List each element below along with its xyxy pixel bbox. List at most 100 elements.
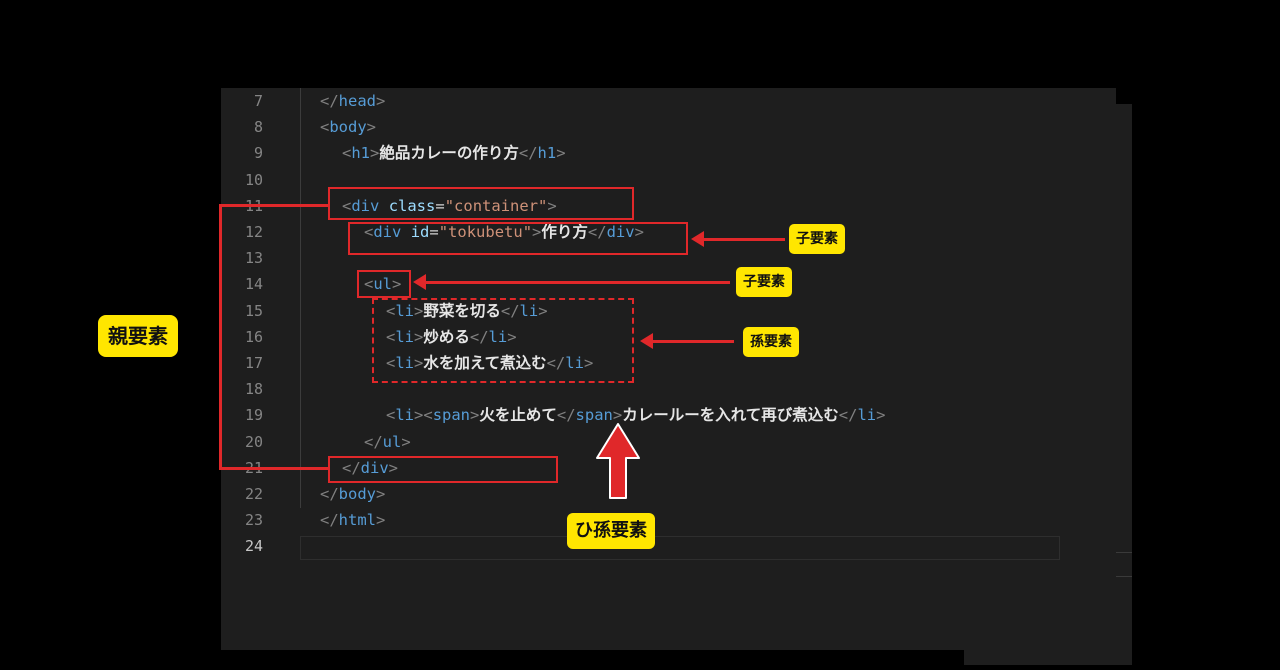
code-bracket: < <box>342 144 352 163</box>
code-line[interactable]: 10 <box>221 167 1116 193</box>
code-attribute: class <box>388 196 436 215</box>
line-number: 23 <box>244 511 263 530</box>
code-line[interactable]: 17 <li>水を加えて煮込む</li> <box>221 350 1116 376</box>
code-tag-name: h1 <box>537 144 557 163</box>
line-number: 18 <box>244 380 263 399</box>
code-bracket: < <box>342 196 352 215</box>
code-tag-name: head <box>338 92 376 110</box>
code-bracket: > <box>532 223 542 241</box>
line-number: 8 <box>253 118 263 137</box>
code-line[interactable]: 8 <body> <box>221 114 1116 140</box>
line-number: 9 <box>253 144 263 163</box>
code-tag-name: li <box>565 354 584 372</box>
code-editor[interactable]: 7</head>8<body>9<h1>絶品カレーの作り方</h1>1011<d… <box>221 88 1116 650</box>
code-text: 炒める <box>423 327 470 346</box>
code-bracket: > <box>414 301 424 320</box>
code-content: <body> <box>320 114 376 140</box>
code-text: 作り方 <box>541 223 588 241</box>
code-line[interactable]: 16<li>炒める</li> <box>221 324 1116 350</box>
code-bracket: </ <box>518 144 538 163</box>
code-line[interactable]: 12<div id="tokubetu">作り方</div> <box>221 219 1116 245</box>
code-line[interactable]: 13 <box>221 245 1116 271</box>
code-bracket: </ <box>546 354 566 372</box>
code-tag-name: body <box>329 118 367 137</box>
child-ul-arrow <box>413 274 730 290</box>
code-content: </div> <box>342 455 398 481</box>
line-number: 13 <box>244 249 263 268</box>
code-line[interactable]: 9<h1>絶品カレーの作り方</h1> <box>221 140 1116 166</box>
code-bracket: > <box>401 432 411 451</box>
code-line[interactable]: 23 </html> <box>221 507 1116 533</box>
code-tag-name: ul <box>382 432 402 451</box>
line-number: 15 <box>244 301 263 320</box>
code-bracket: > <box>366 118 377 137</box>
code-string: "tokubetu" <box>438 223 533 241</box>
code-content: <ul> <box>364 271 401 297</box>
code-tag-name: li <box>395 406 415 425</box>
code-bracket: < <box>386 406 396 425</box>
code-tag-name: div <box>351 196 380 215</box>
code-bracket: < <box>386 327 396 346</box>
code-tag-name: div <box>360 458 389 477</box>
parent-element-label: 親要素 <box>98 315 178 357</box>
code-line[interactable]: 7</head> <box>221 88 1116 114</box>
code-bracket: > <box>634 223 644 241</box>
code-tag-name: span <box>575 406 613 425</box>
code-punct: = <box>429 223 439 241</box>
code-line[interactable]: 21</div> <box>221 455 1116 481</box>
code-line[interactable]: 15 <li>野菜を切る</li> <box>221 298 1116 324</box>
code-content: <li>野菜を切る</li> <box>386 298 548 324</box>
code-tag-name: li <box>395 327 415 346</box>
code-bracket: > <box>583 354 594 372</box>
code-content: <div class="container"> <box>342 193 557 219</box>
code-tag-name: li <box>395 301 415 320</box>
code-line[interactable]: 18 <box>221 376 1116 402</box>
code-line[interactable]: 24 <box>221 533 1116 559</box>
great-grandchild-up-arrow <box>596 423 640 499</box>
code-bracket: > <box>414 327 424 346</box>
code-content: <li>水を加えて煮込む</li> <box>386 350 593 376</box>
code-content: </html> <box>320 507 385 533</box>
code-bracket: > <box>556 144 566 163</box>
code-bracket: </ <box>320 485 339 503</box>
code-tag-name: body <box>338 485 376 503</box>
code-tag-name: h1 <box>351 144 371 163</box>
code-bracket: </ <box>838 406 858 425</box>
indent-guide <box>300 88 301 508</box>
code-bracket: > <box>376 485 386 503</box>
code-content: </body> <box>320 481 385 507</box>
code-tag-name: li <box>395 354 415 372</box>
code-line[interactable]: 20 </ul> <box>221 429 1116 455</box>
code-tag-name: li <box>488 327 508 346</box>
code-bracket: </ <box>320 511 339 530</box>
line-number: 17 <box>244 354 263 372</box>
code-bracket: > <box>507 327 517 346</box>
code-bracket: > <box>392 275 402 294</box>
code-bracket: < <box>320 118 330 137</box>
child-div-arrow <box>691 231 785 247</box>
child-element-label-2: 子要素 <box>736 267 792 297</box>
code-content: </head> <box>320 88 385 114</box>
code-tag-name: li <box>857 406 877 425</box>
current-line-highlight <box>300 536 1060 560</box>
line-number: 12 <box>244 223 263 241</box>
parent-bracket-bottom <box>219 467 329 470</box>
code-line[interactable]: 19<li><span>火を止めて</span>カレールーを入れて再び煮込む</… <box>221 402 1116 428</box>
code-tag-name: li <box>519 301 539 320</box>
code-tag-name: div <box>606 223 635 241</box>
code-content: </ul> <box>364 429 411 455</box>
grandchild-li-box <box>372 298 634 383</box>
code-bracket: > <box>538 301 548 320</box>
code-bracket: </ <box>320 92 339 110</box>
code-bracket: </ <box>500 301 520 320</box>
code-text: 絶品カレーの作り方 <box>379 144 519 163</box>
child-element-label-1: 子要素 <box>789 224 845 254</box>
code-bracket: > <box>547 196 557 215</box>
line-number: 20 <box>244 432 263 451</box>
code-bracket: </ <box>469 327 489 346</box>
code-text: カレールーを入れて再び煮込む <box>622 406 839 425</box>
code-bracket: > <box>376 92 386 110</box>
code-line[interactable]: 22</body> <box>221 481 1116 507</box>
code-bracket: > <box>370 144 380 163</box>
code-line[interactable]: 14<ul> <box>221 271 1116 297</box>
